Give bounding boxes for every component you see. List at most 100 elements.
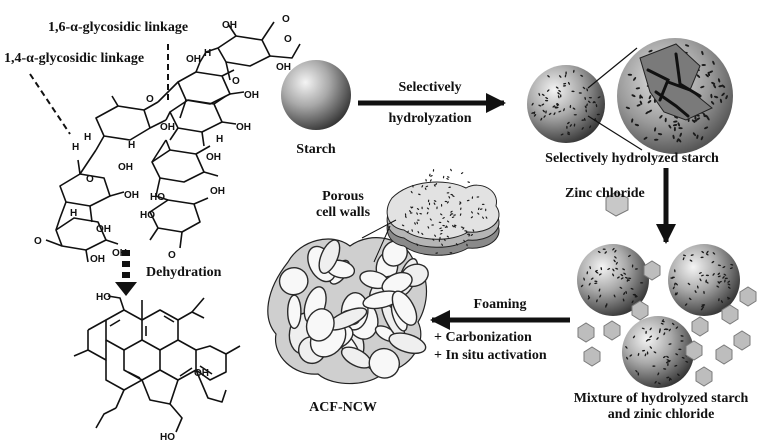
pore bbox=[597, 96, 601, 99]
pore bbox=[716, 285, 720, 288]
pore bbox=[429, 173, 431, 177]
pore bbox=[628, 277, 632, 280]
pore bbox=[563, 108, 565, 112]
pore bbox=[439, 213, 443, 216]
pore bbox=[614, 249, 617, 253]
pore bbox=[722, 276, 725, 279]
hydrolyzation-label: hydrolyzation bbox=[388, 111, 472, 126]
pore bbox=[705, 274, 709, 277]
pore bbox=[546, 89, 550, 92]
pore bbox=[545, 97, 549, 100]
pore bbox=[670, 277, 674, 279]
pore bbox=[635, 370, 638, 373]
pore bbox=[476, 196, 480, 198]
pore bbox=[665, 361, 669, 364]
pore bbox=[662, 355, 666, 359]
pore bbox=[700, 307, 704, 311]
pore bbox=[410, 190, 413, 194]
pore bbox=[541, 93, 545, 96]
pore bbox=[639, 94, 642, 99]
pore bbox=[675, 326, 679, 329]
atom-label: HO bbox=[140, 210, 155, 221]
pore bbox=[557, 95, 560, 99]
pore bbox=[674, 282, 676, 286]
pore bbox=[685, 360, 689, 363]
pore bbox=[446, 192, 450, 194]
pore bbox=[563, 82, 567, 85]
pore bbox=[701, 64, 706, 66]
selectively-label: Selectively bbox=[398, 80, 462, 95]
pore bbox=[439, 236, 441, 240]
pore bbox=[479, 208, 483, 210]
atom-label: H bbox=[204, 48, 211, 59]
pore bbox=[481, 203, 485, 206]
atom-label: O bbox=[284, 34, 292, 45]
pore bbox=[429, 218, 432, 221]
pore bbox=[700, 274, 704, 277]
pore bbox=[677, 122, 680, 127]
pore bbox=[442, 224, 446, 227]
pore bbox=[699, 278, 702, 282]
pore bbox=[538, 92, 541, 96]
pore bbox=[652, 365, 656, 367]
porous-label: Porous bbox=[322, 189, 364, 204]
pore bbox=[659, 115, 663, 119]
pore bbox=[404, 215, 407, 219]
pore bbox=[668, 124, 672, 129]
pore bbox=[566, 125, 568, 129]
pore bbox=[666, 355, 669, 358]
pore bbox=[717, 264, 721, 267]
pore bbox=[555, 86, 559, 89]
pore bbox=[569, 124, 572, 127]
pore bbox=[678, 348, 682, 351]
pore bbox=[438, 239, 441, 242]
pore bbox=[701, 250, 705, 254]
pore bbox=[691, 119, 696, 123]
pore bbox=[703, 290, 705, 295]
pore bbox=[464, 230, 467, 232]
starch-granule bbox=[281, 60, 351, 130]
pore bbox=[605, 303, 608, 307]
pore bbox=[705, 253, 709, 256]
pore bbox=[562, 85, 567, 87]
pore bbox=[404, 213, 407, 216]
pore bbox=[706, 116, 710, 121]
pore bbox=[569, 104, 572, 109]
pore bbox=[547, 75, 550, 78]
pore bbox=[672, 124, 678, 127]
atom-label: OH bbox=[112, 248, 127, 259]
pore bbox=[649, 335, 653, 338]
pore bbox=[600, 267, 603, 271]
pore bbox=[634, 295, 638, 298]
atom-label: O bbox=[146, 94, 154, 105]
pore bbox=[727, 280, 731, 283]
atom-label: OH bbox=[118, 162, 133, 173]
pore bbox=[598, 288, 601, 292]
pore bbox=[594, 269, 598, 272]
pore bbox=[596, 299, 598, 303]
pore bbox=[432, 169, 435, 172]
pore bbox=[583, 277, 585, 281]
pore bbox=[711, 81, 716, 85]
pore bbox=[641, 327, 645, 330]
pore bbox=[588, 282, 591, 286]
pore bbox=[573, 123, 576, 127]
pore bbox=[542, 109, 545, 113]
pore bbox=[597, 250, 601, 254]
pore bbox=[628, 254, 631, 258]
pore bbox=[663, 368, 667, 370]
pore bbox=[705, 73, 709, 78]
atom-label: HO bbox=[96, 292, 111, 303]
pore bbox=[712, 273, 715, 276]
pore bbox=[612, 247, 615, 251]
pore bbox=[705, 281, 709, 284]
pore bbox=[623, 292, 626, 296]
pore bbox=[698, 272, 702, 274]
pore bbox=[468, 233, 470, 237]
pore bbox=[666, 359, 670, 361]
pore bbox=[417, 193, 421, 196]
pore bbox=[645, 330, 647, 334]
pore bbox=[421, 185, 424, 188]
cell-walls-label: cell walls bbox=[315, 205, 371, 220]
